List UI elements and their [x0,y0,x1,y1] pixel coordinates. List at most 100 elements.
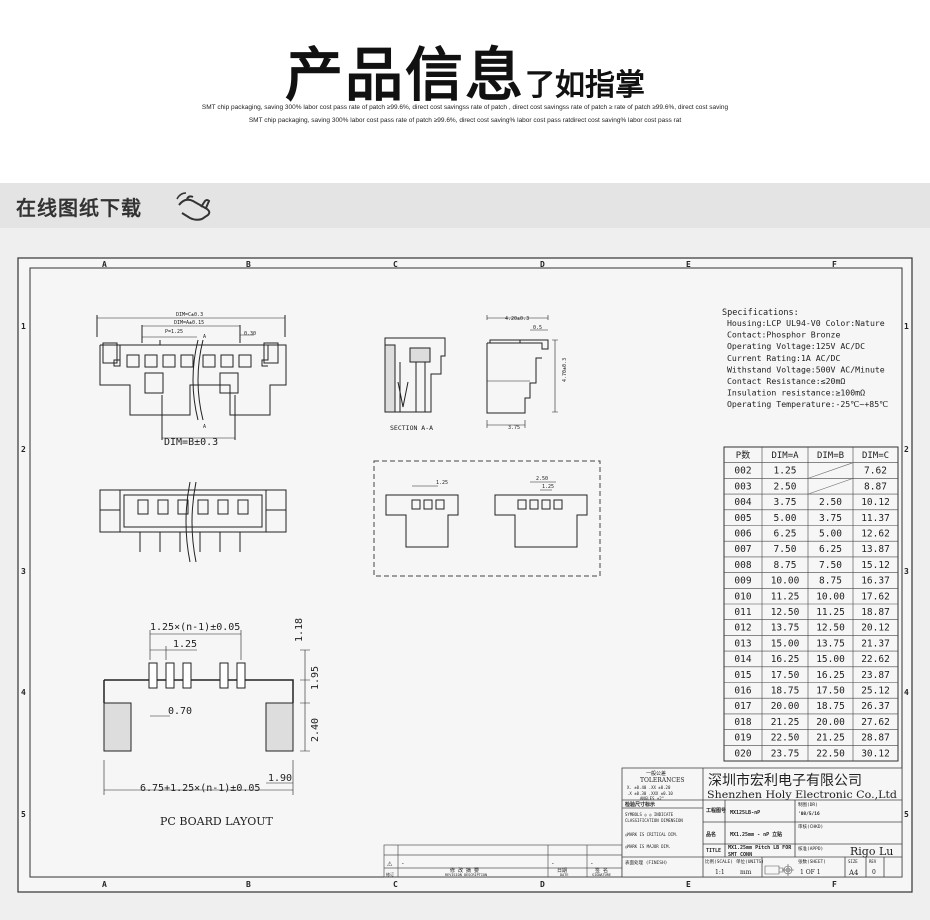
detail-box [373,460,601,577]
pcb-pitch: 1.25 [173,639,197,650]
zone-column-label: E [686,260,691,269]
rev-label: 修订 [386,871,394,877]
tolerances-cn: 一般公差 [646,770,666,777]
table-cell: 11.25 [771,591,800,602]
name-label: 品名 [706,831,716,838]
tolerances-title: TOLERANCES [640,777,684,784]
table-cell: 009 [734,576,751,587]
rev-sign-label: 签 名 [595,867,608,874]
table-cell: 012 [734,623,751,634]
table-cell: 23.75 [771,748,800,759]
title-large: 产品信息 [284,41,525,109]
part-no: MX125LB-nP [730,810,760,816]
table-cell: 15.00 [771,638,800,649]
table-cell: 20.00 [771,701,800,712]
table-cell: 011 [734,607,751,618]
table-cell: 15.00 [816,654,845,665]
zone-row-label: 1 [904,322,909,331]
spec-line: Operating Voltage:125V AC/DC [727,341,865,351]
table-cell: 13.75 [816,638,845,649]
table-cell: 16.25 [816,670,845,681]
product-name: MX1.25mm - nP 立贴 [730,831,782,838]
pcb-dim-3: 2.40 [310,718,321,742]
table-cell: 8.75 [819,576,842,587]
side-height-label: 4.70±0.3 [562,358,568,382]
rev-sign-en: SIGNATURE [592,873,611,877]
table-cell: 013 [734,638,751,649]
page-title: 产品信息了如指掌 [0,28,930,112]
side-width-label: 4.20±0.3 [505,316,529,322]
side-tab-label: 0.5 [533,325,542,331]
zone-column-label: A [102,260,107,269]
detail-left-dim: 1.25 [436,480,448,486]
zone-column-label: A [102,880,107,889]
subtitle-line-2: SMT chip packaging, saving 300% labor co… [248,117,682,124]
table-cell: 26.37 [861,701,890,712]
rev-value: 0 [872,869,876,876]
table-cell: 5.00 [819,529,842,540]
pitch-label: P=1.25 [165,329,183,335]
table-cell: 18.75 [771,686,800,697]
company-name-en: Shenzhen Holy Electronic Co.,Ltd [707,789,897,801]
detail-views [385,481,588,548]
table-header-cell: P数 [736,449,750,461]
table-cell: 007 [734,544,751,555]
table-cell: 016 [734,686,751,697]
detail-right-dim: 2.50 [536,476,548,482]
section-title: 在线图纸下载 [16,196,142,220]
zone-column-label: E [686,880,691,889]
table-cell: 014 [734,654,751,665]
zone-row-label: 3 [21,567,26,576]
table-cell: 018 [734,717,751,728]
zone-column-label: C [393,880,398,889]
table-cell: 22.50 [816,748,845,759]
table-cell: 015 [734,670,751,681]
classification-text: CLASSIFICATION DIMENSION [625,818,683,823]
table-cell: 7.50 [819,560,842,571]
pcb-dim-1: 1.18 [294,618,305,642]
table-cell: 17.62 [861,591,890,602]
rev-row-dash-3: - [590,860,594,867]
table-cell: 6.25 [774,529,797,540]
title-line-1: MX1.25mm Pitch LB FOR [728,845,792,851]
table-cell: 004 [734,497,751,508]
table-empty-slash [807,478,854,495]
table-cell: 12.62 [861,529,890,540]
width-label: 0.30 [244,331,256,337]
warning-triangle-icon: ⚠ [387,859,393,869]
spec-line: Current Rating:1A AC/DC [727,353,840,363]
title-block [621,767,903,878]
part-no-label: 工程图号 [706,807,726,814]
scale-label: 比例(SCALE) [705,858,733,865]
drawn-label: 制图(DR) [798,801,818,808]
table-cell: 21.25 [771,717,800,728]
table-cell: 16.37 [861,576,890,587]
zone-column-label: B [246,880,251,889]
pcb-pad-width: 0.70 [168,706,192,717]
top-view [99,481,287,563]
zone-column-label: F [832,260,837,269]
rev-date-label: 日期 [557,868,567,874]
table-cell: 005 [734,513,751,524]
table-cell: 010 [734,591,751,602]
dim-b-label: DIM=B±0.3 [164,437,218,448]
zone-row-label: 3 [904,567,909,576]
tolerance-line-2: .X ±0.30 .XXX ±0.10 [627,791,673,796]
table-cell: 27.62 [861,717,890,728]
zone-row-label: 1 [21,322,26,331]
table-cell: 17.50 [771,670,800,681]
zone-column-label: C [393,260,398,269]
table-header-cell: DIM=A [771,451,799,461]
side-depth-label: 3.75 [508,425,520,431]
inspect-label: 检验尺寸标示 [625,801,655,808]
table-cell: 18.87 [861,607,890,618]
dim-c-label: DIM=C±0.3 [176,312,203,318]
table-cell: 28.87 [861,733,890,744]
size-value: A4 [848,869,859,877]
spec-line: Contact Resistance:≤20mΩ [727,376,845,386]
spec-line: Operating Temperature:-25℃~+85℃ [727,399,888,409]
table-cell: 7.50 [774,544,797,555]
table-cell: 1.25 [774,466,797,477]
